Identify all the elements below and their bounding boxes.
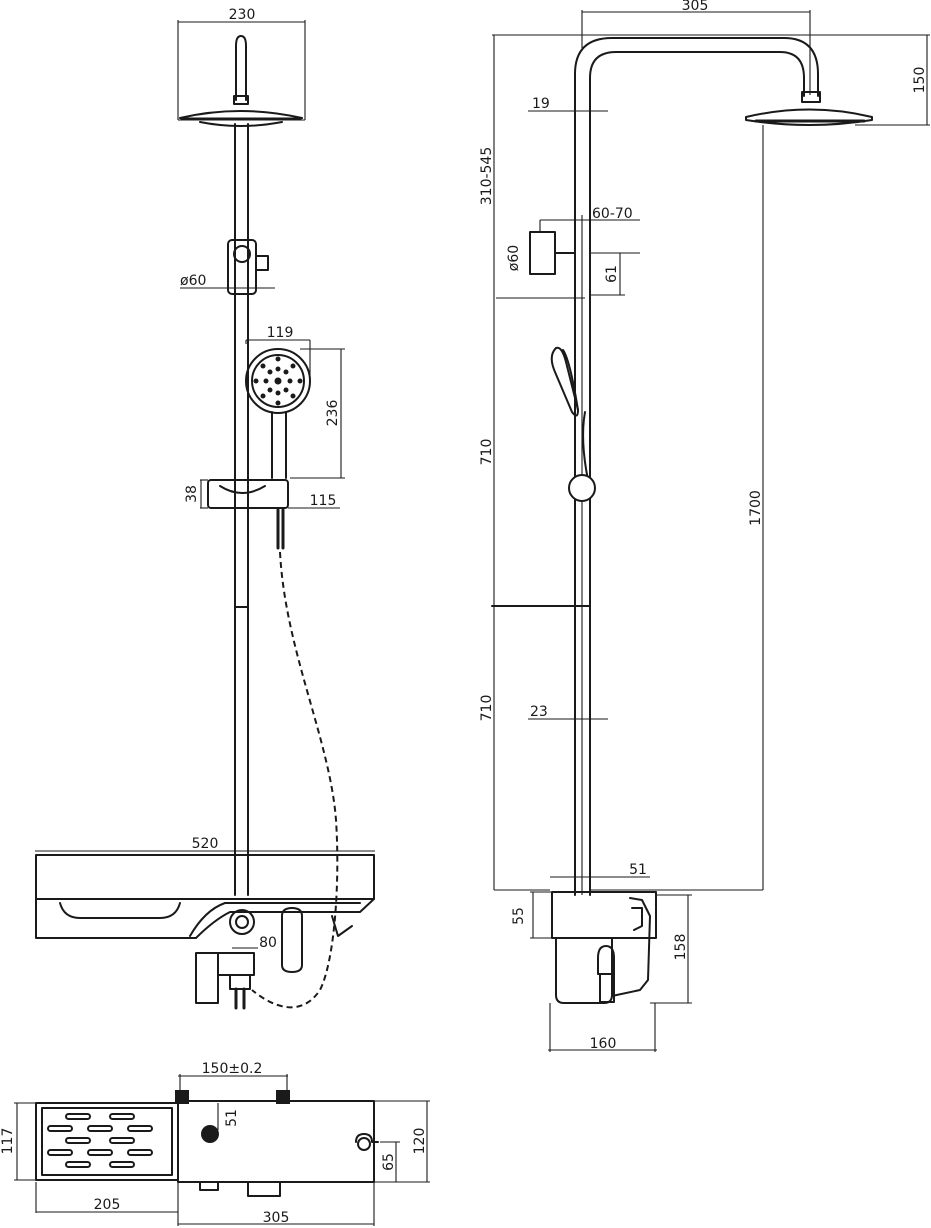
side-upper-holder [496, 219, 640, 299]
side-arm-reach-label: 305 [682, 0, 709, 14]
side-lower-section-label: 710 [479, 695, 495, 722]
front-handshower-height-label: 236 [325, 400, 341, 427]
top-handle-offset-label: 65 [381, 1153, 397, 1171]
side-mixer-body [550, 876, 657, 1004]
side-body-dim-lines [530, 891, 692, 1052]
side-head-height-label: 150 [912, 67, 928, 94]
top-shelf-width-label: 205 [94, 1197, 121, 1213]
front-upper-holder [180, 239, 275, 295]
front-slider [200, 479, 340, 550]
front-hand-shower [245, 339, 345, 479]
side-holder-height-label: 61 [604, 265, 620, 283]
top-inlet-spacing-label: 150±0.2 [202, 1061, 263, 1077]
top-shelf-basket [35, 1102, 179, 1181]
side-shower-head [745, 108, 873, 126]
top-view: 150±0.2 51 117 120 65 205 305 [0, 1061, 430, 1226]
front-handshower-width-label: 119 [267, 325, 294, 341]
top-body-width-label: 305 [263, 1210, 290, 1226]
front-hand-shower-nozzles [253, 356, 303, 406]
top-shelf-depth-label: 117 [0, 1128, 16, 1155]
front-holder-dia-label: ø60 [180, 273, 206, 289]
side-total-height-label: 1700 [748, 490, 764, 526]
side-pipe-lower-dia-label: 23 [530, 704, 548, 720]
side-riser-pipe [574, 214, 591, 896]
front-slider-offset-label: 115 [310, 493, 337, 509]
side-left-dim-chain [493, 35, 550, 891]
front-view: 230 ø60 119 236 38 115 520 80 [35, 7, 375, 1010]
front-outlet-spacing-label: 80 [259, 935, 277, 951]
side-upper-section-label: 710 [479, 439, 495, 466]
side-body-depth-label: 51 [629, 862, 647, 878]
side-dim-lines-top [492, 10, 930, 126]
side-pipe-upper-dia-label: 19 [532, 96, 550, 112]
side-total-height-dim [590, 125, 764, 891]
top-knob-offset-label: 51 [224, 1109, 240, 1127]
side-gooseneck-arm [574, 37, 821, 216]
side-hand-shower [550, 346, 596, 502]
side-body-height-label: 158 [673, 934, 689, 961]
top-body-depth-label: 120 [412, 1128, 428, 1155]
front-diverter-outlet [195, 952, 255, 1010]
top-mixer-body [175, 1090, 379, 1197]
front-shelf-width-label: 520 [192, 836, 219, 852]
front-mixer-body [229, 907, 353, 973]
front-head-width-label: 230 [229, 7, 256, 23]
top-basket-slots [47, 1113, 153, 1168]
side-holder-dia-label: ø60 [506, 245, 522, 271]
side-view: 305 150 19 310-545 60-70 ø60 61 710 1700… [479, 0, 930, 1052]
top-dim-lines [14, 1074, 430, 1226]
side-body-width-label: 160 [590, 1036, 617, 1052]
front-shower-head [179, 35, 303, 127]
front-shelf [35, 850, 375, 939]
front-hose [251, 551, 339, 1009]
side-holder-span-label: 60-70 [592, 206, 633, 222]
front-slider-height-label: 38 [184, 485, 200, 503]
side-adjust-range-label: 310-545 [479, 147, 495, 206]
side-body-top-label: 55 [511, 907, 527, 925]
